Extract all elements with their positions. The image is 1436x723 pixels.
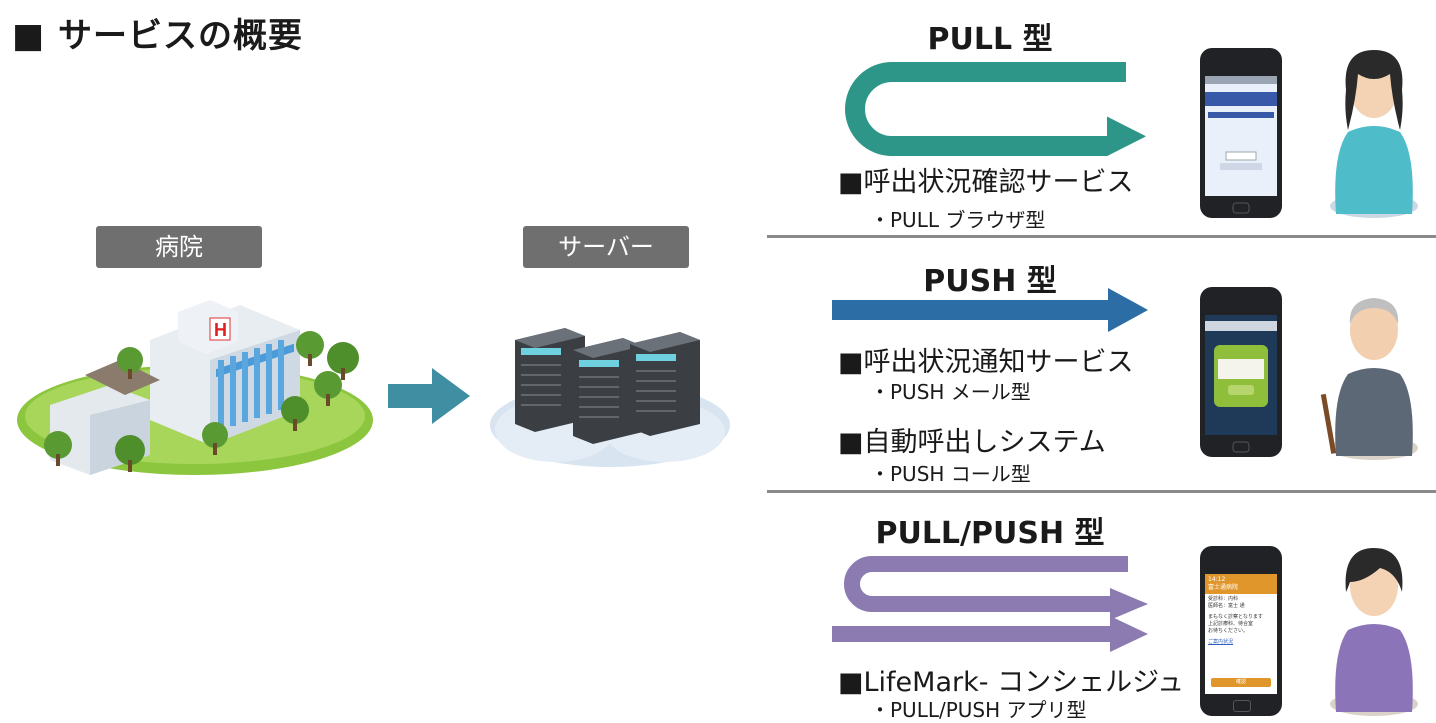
app-msg-1: まもなく診察となります xyxy=(1208,614,1263,620)
pull-push-service-sub: ・PULL/PUSH アプリ型 xyxy=(870,698,1087,722)
divider-1 xyxy=(767,235,1436,238)
person-elderly-man-icon xyxy=(1320,298,1418,460)
smartphone-icon xyxy=(1200,48,1282,218)
server-rack-3 xyxy=(630,332,700,436)
divider-2 xyxy=(767,490,1436,493)
person-woman-icon xyxy=(1330,50,1418,218)
app-link: ご案内状況 xyxy=(1208,639,1234,645)
pull-service-name: ■呼出状況確認サービス xyxy=(838,167,1134,198)
smartphone-icon xyxy=(1200,287,1282,457)
pull-push-service-name: ■LifeMark- コンシェルジュ xyxy=(838,667,1185,698)
server-rack-2 xyxy=(573,338,643,444)
hospital-to-server-arrow xyxy=(388,368,470,424)
app-hospital: 富士通病院 xyxy=(1208,584,1239,591)
person-woman-icon xyxy=(1330,548,1418,716)
smartphone-app: 14:12 富士通病院 受診科：内科 医師名：富士 通 まもなく診察となります … xyxy=(1200,546,1282,716)
pull-service-sub: ・PULL ブラウザ型 xyxy=(870,208,1046,232)
push-service-2-name: ■自動呼出しシステム xyxy=(838,427,1106,458)
app-header: 14:12 富士通病院 xyxy=(1205,574,1277,594)
push-service-2-sub: ・PUSH コール型 xyxy=(870,462,1031,486)
app-dept: 受診科：内科 xyxy=(1208,596,1239,602)
svg-text:H: H xyxy=(214,320,227,340)
page-title: ■ サービスの概要 xyxy=(12,16,303,56)
app-time: 14:12 xyxy=(1208,576,1226,583)
app-screen: 14:12 富士通病院 受診科：内科 医師名：富士 通 まもなく診察となります … xyxy=(1205,574,1277,694)
push-service-1-sub: ・PUSH メール型 xyxy=(870,380,1031,404)
app-doctor: 医師名：富士 通 xyxy=(1208,603,1245,609)
server-rack-1 xyxy=(515,328,585,432)
pull-push-header: PULL/PUSH 型 xyxy=(875,516,1105,551)
app-confirm-button: 確認 xyxy=(1211,678,1271,687)
pull-arrow xyxy=(845,62,1146,157)
app-msg-3: お待ちください。 xyxy=(1208,628,1249,634)
hospital-illustration: H xyxy=(17,300,373,475)
server-label: サーバー xyxy=(523,226,689,268)
tree-icons xyxy=(44,331,359,472)
push-service-1-name: ■呼出状況通知サービス xyxy=(838,347,1134,378)
app-msg-2: 上記診療科、待合室 xyxy=(1208,621,1254,627)
push-header: PUSH 型 xyxy=(923,264,1057,299)
server-illustration xyxy=(490,328,730,467)
pull-push-arrow xyxy=(832,556,1148,652)
pull-header: PULL 型 xyxy=(927,22,1053,57)
push-arrow xyxy=(832,288,1148,332)
hospital-label: 病院 xyxy=(96,226,262,268)
